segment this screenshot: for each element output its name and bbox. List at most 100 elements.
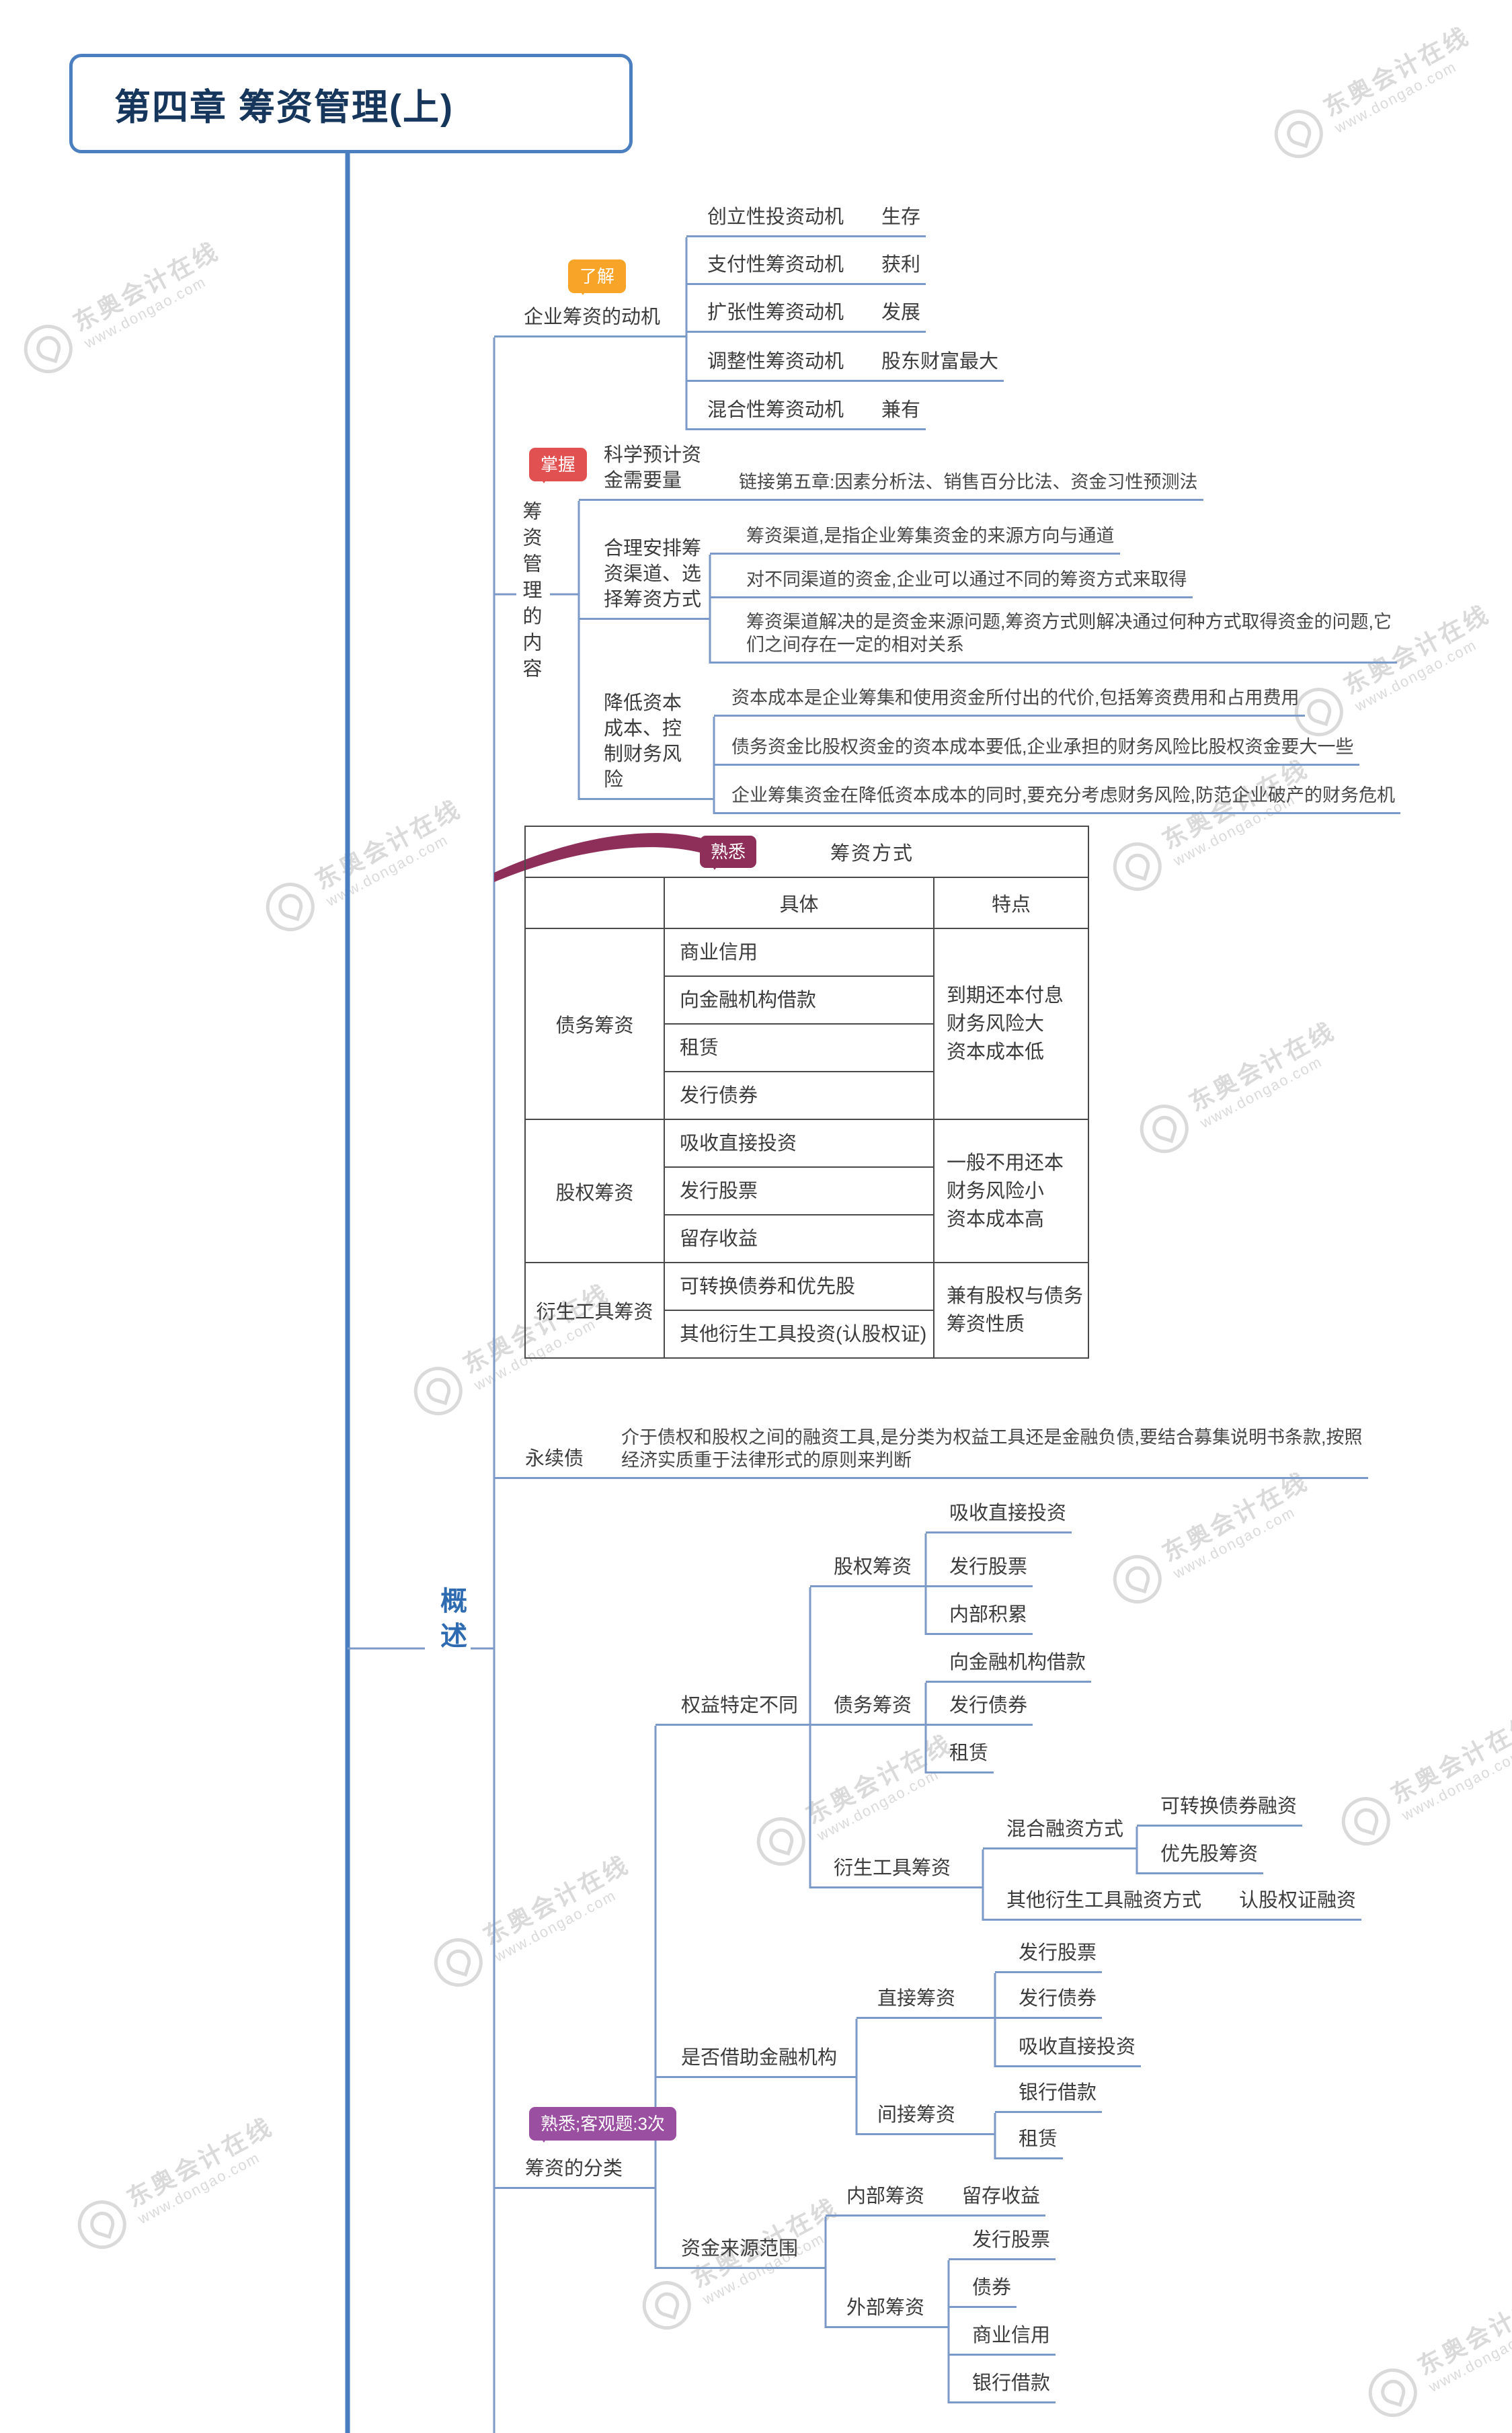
connector-line (707, 618, 710, 620)
other-derivative-item-label: 认股权证融资 (1234, 1888, 1362, 1921)
connector-line (1207, 1919, 1234, 1921)
table-item: 可转换债券和优先股 (664, 1262, 934, 1311)
channel-note: 筹资渠道,是指企业筹集资金的来源方向与通道 (741, 524, 1120, 555)
external-item-label: 发行股票 (967, 2227, 1056, 2260)
hybrid-financing-label: 混合融资方式 (1001, 1817, 1129, 1849)
motive-row: 调整性筹资动机 股东财富最大 (686, 349, 1004, 382)
classification-branch-row: 筹资的分类 (494, 2156, 655, 2189)
hybrid-item-label: 可转换债券融资 (1155, 1794, 1303, 1827)
connector-line (926, 1771, 944, 1773)
forecast-label: 科学预计资 金需要量 (598, 442, 707, 501)
direct-item-label: 吸收直接投资 (1013, 2034, 1142, 2067)
connector-line (842, 2076, 857, 2078)
connector-line (710, 553, 741, 555)
connector-line (810, 1886, 828, 1888)
connector-line (714, 812, 726, 814)
connector-line (926, 1681, 944, 1683)
equity-financing-row: 股权筹资 (810, 1554, 926, 1587)
connector-line (995, 2065, 1013, 2067)
connector-line (686, 235, 702, 237)
indirect-financing-label: 间接筹资 (872, 2102, 961, 2135)
external-item-row: 债券 (949, 2275, 1017, 2308)
indirect-item-row: 银行借款 (995, 2080, 1103, 2113)
motive-row: 支付性筹资动机 获利 (686, 252, 926, 285)
motive-result-label: 兼有 (876, 397, 926, 430)
connector-line (949, 2354, 967, 2356)
cost-note: 资本成本是企业筹集和使用资金所付出的代价,包括筹资费用和占用费用 (726, 686, 1305, 717)
connector-line (655, 1724, 676, 1726)
classification-branch-label: 筹资的分类 (520, 2156, 629, 2189)
connector-line (494, 1477, 520, 1479)
financing-methods-table: 熟悉 筹资方式 具体 特点 债务筹资 商业信用 到期还本付息 财务风险大 资本成… (524, 826, 1089, 1359)
connector-line (1137, 1872, 1155, 1874)
motive-label: 创立性投资动机 (702, 204, 850, 237)
table-title: 筹资方式 (830, 843, 914, 865)
connector-line (494, 335, 518, 337)
direct-item-row: 发行债券 (995, 1986, 1103, 2019)
table-item: 发行股票 (664, 1166, 934, 1215)
connector-line (710, 596, 741, 598)
direct-item-label: 发行债券 (1013, 1986, 1103, 2019)
direct-item-label: 发行股票 (1013, 1940, 1103, 1973)
by-source-row: 资金来源范围 (655, 2236, 826, 2269)
cost-note: 债务资金比股权资金的资本成本要低,企业承担的财务风险比股权资金要大一些 (726, 735, 1359, 766)
external-item-label: 债券 (967, 2275, 1017, 2308)
cost-row: 降低资本 成本、控 制财务风 险 (579, 690, 714, 800)
connector-line (849, 235, 877, 237)
forecast-note: 链接第五章:因素分析法、销售百分比法、资金习性预测法 (733, 471, 1203, 501)
internal-financing-label: 内部筹资 (841, 2184, 930, 2217)
channel-note-row: 筹资渠道解决的是资金来源问题,筹资方式则解决通过何种方式取得资金的问题,它 们之… (710, 610, 1398, 664)
motivation-branch-label: 企业筹资的动机 (518, 305, 666, 337)
connector-line (917, 1724, 926, 1726)
channel-note: 筹资渠道解决的是资金来源问题,筹资方式则解决通过何种方式取得资金的问题,它 们之… (741, 610, 1398, 664)
table-item: 租赁 (664, 1023, 934, 1072)
connector-line (849, 331, 877, 333)
cost-note-row: 债务资金比股权资金的资本成本要低,企业承担的财务风险比股权资金要大一些 (714, 735, 1359, 766)
hybrid-item-row: 优先股筹资 (1137, 1841, 1264, 1874)
hybrid-item-row: 可转换债券融资 (1137, 1794, 1303, 1827)
connector-line (655, 2076, 676, 2078)
internal-item-label: 留存收益 (957, 2184, 1046, 2217)
management-branch-label: 筹资管理的内容 (520, 501, 541, 684)
connector-line (849, 380, 877, 382)
connector-line (1129, 1847, 1137, 1849)
forecast-row: 科学预计资 金需要量 链接第五章:因素分析法、销售百分比法、资金习性预测法 (579, 442, 1203, 501)
connector-line (810, 1585, 828, 1587)
by-equity-row: 权益特定不同 (655, 1693, 810, 1726)
debt-item-label: 发行债券 (944, 1693, 1033, 1726)
connector-line (849, 428, 877, 430)
perpetual-label: 永续债 (520, 1446, 590, 1479)
badge-familiar: 熟悉 (699, 836, 756, 870)
connector-line (707, 499, 734, 501)
perpetual-note: 介于债权和股权之间的融资工具,是分类为权益工具还是金融负债,要结合募集说明书条款… (616, 1426, 1368, 1479)
debt-item-row: 向金融机构借款 (926, 1650, 1092, 1683)
table-feature: 一般不用还本 财务风险小 资本成本高 (933, 1119, 1089, 1263)
connector-line (803, 1724, 810, 1726)
connector-line (983, 1847, 1001, 1849)
table-item: 发行债券 (664, 1071, 934, 1120)
equity-item-label: 吸收直接投资 (944, 1501, 1072, 1533)
channel-row: 合理安排筹 资渠道、选 择筹资方式 (579, 536, 710, 620)
direct-item-row: 发行股票 (995, 1940, 1103, 1973)
motive-result-label: 获利 (876, 252, 926, 285)
badge-understand: 了解 (568, 260, 627, 295)
connector-line (579, 798, 598, 800)
motive-label: 扩张性筹资动机 (702, 300, 850, 333)
debt-financing-row: 债务筹资 (810, 1693, 926, 1726)
channel-label: 合理安排筹 资渠道、选 择筹资方式 (598, 536, 707, 620)
direct-item-row: 吸收直接投资 (995, 2034, 1142, 2067)
indirect-item-label: 银行借款 (1013, 2080, 1103, 2113)
debt-item-row: 发行债券 (926, 1693, 1033, 1726)
cost-note-row: 资本成本是企业筹集和使用资金所付出的代价,包括筹资费用和占用费用 (714, 686, 1305, 717)
connector-line (857, 2017, 872, 2019)
connector-line (579, 618, 598, 620)
connector-line (686, 428, 702, 430)
indirect-financing-row: 间接筹资 (857, 2102, 995, 2135)
debt-item-label: 向金融机构借款 (944, 1650, 1092, 1683)
motive-result-label: 发展 (876, 300, 926, 333)
debt-item-label: 租赁 (944, 1741, 994, 1773)
chapter-title: 第四章 筹资管理(上) (114, 87, 454, 128)
internal-financing-row: 内部筹资 留存收益 (826, 2184, 1046, 2217)
connector-line (995, 2111, 1013, 2113)
connector-line (849, 283, 877, 285)
